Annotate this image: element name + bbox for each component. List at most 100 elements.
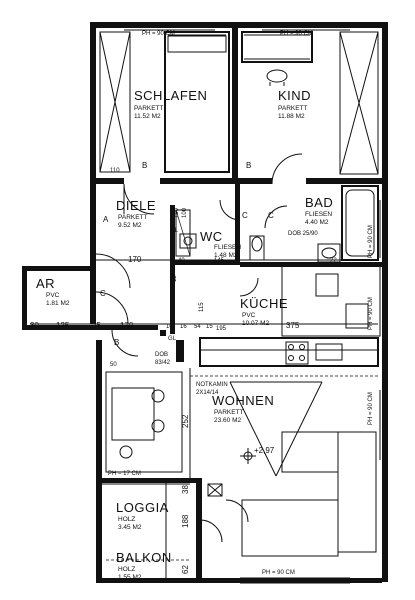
room-loggia-label: LOGGIA HOLZ 3.45 M2 (116, 500, 169, 531)
wardrobes (99, 31, 379, 175)
room-material-wohnen: PARKETT (214, 409, 244, 416)
dob-wohnen-size: 83/42 (155, 360, 171, 366)
door-markers: A B B C C C B (100, 161, 274, 347)
walls (22, 22, 388, 583)
dob-wohnen: DOB (155, 352, 168, 358)
ph-bad: PH = 90 CM (368, 225, 374, 258)
ph-schlafen: PH = 90 CM (142, 31, 175, 37)
room-ar-label: AR PVC 1.81 M2 (36, 276, 70, 307)
door-mark-a: A (103, 215, 109, 224)
room-material-kind: PARKETT (278, 105, 308, 112)
windows (124, 25, 387, 584)
room-name-balkon: BALKON (116, 550, 172, 565)
room-area-loggia: 3.45 M2 (118, 524, 142, 531)
room-name-wc: WC (200, 229, 223, 244)
door-mark-c-2: C (242, 211, 248, 220)
ph-kueche: PH = 90 CM (368, 297, 374, 330)
doors (95, 153, 303, 543)
dim-125: 125 (56, 321, 70, 330)
room-area-schlafen: 11.52 M2 (134, 113, 161, 120)
room-area-kind: 11.88 M2 (278, 113, 305, 120)
room-name-ar: AR (36, 276, 55, 291)
room-name-schlafen: SCHLAFEN (134, 88, 207, 103)
room-schlafen-label: SCHLAFEN PARKETT 11.52 M2 (134, 88, 207, 120)
room-balkon-label: BALKON HOLZ 1.55 M2 (116, 550, 172, 581)
annotations: PH = 90 CM PH = 90 CM PH = 90 CM PH = 90… (108, 31, 374, 576)
dim-195: 195 (216, 326, 227, 332)
room-diele-label: DIELE PARKETT 9.52 M2 (116, 198, 156, 229)
room-area-bad: 4.40 M2 (305, 219, 329, 226)
dim-252: 252 (181, 414, 190, 428)
room-area-wc: 1.48 M2 (214, 252, 238, 259)
notkamin: NOTKAMIN (196, 382, 228, 388)
room-area-ar: 1.81 M2 (46, 300, 70, 307)
ph-wohnen-right: PH = 90 CM (368, 392, 374, 425)
dim-110: 110 (110, 168, 120, 174)
room-material-bad: FLIESEN (305, 211, 332, 218)
dimensions: 110 170 170 125 30 25 375 100 100 195 11… (30, 168, 337, 574)
hallway-furniture (175, 209, 191, 257)
dim-50: 50 (110, 362, 117, 368)
door-mark-b-3: B (114, 338, 119, 347)
room-name-wohnen: WOHNEN (212, 393, 274, 408)
notkamin-size: 2X14/14 (196, 390, 219, 396)
dim-145: 145 (214, 258, 225, 264)
dim-30: 30 (30, 321, 39, 330)
gl-mark-1: GL (170, 228, 179, 234)
kind-furniture (266, 69, 288, 86)
room-name-bad: BAD (305, 195, 333, 210)
dim-375: 375 (286, 321, 300, 330)
dim-22: 22 (330, 258, 337, 264)
room-area-balkon: 1.55 M2 (118, 574, 142, 581)
room-kueche-label: KÜCHE PVC 10.07 M2 (240, 296, 288, 327)
room-material-diele: PARKETT (118, 214, 148, 221)
dim-16: 16 (180, 324, 187, 330)
living-furniture (105, 371, 377, 557)
dim-25: 25 (92, 321, 101, 330)
room-name-diele: DIELE (116, 198, 156, 213)
room-name-loggia: LOGGIA (116, 500, 169, 515)
gl-mark-2: GL (168, 336, 177, 342)
beds (164, 31, 313, 173)
room-kind-label: KIND PARKETT 11.88 M2 (278, 88, 311, 120)
room-material-wc: FLIESEN (214, 244, 241, 251)
room-area-kueche: 10.07 M2 (242, 320, 269, 327)
room-material-balkon: HOLZ (118, 566, 135, 573)
room-material-loggia: HOLZ (118, 516, 135, 523)
dim-62: 62 (181, 565, 190, 574)
room-name-kind: KIND (278, 88, 311, 103)
door-mark-c-1: C (100, 289, 106, 298)
dim-12: 12 (172, 275, 178, 282)
dim-170-lower: 170 (120, 321, 134, 330)
room-material-ar: PVC (46, 292, 60, 299)
dim-100-a: 100 (182, 207, 188, 218)
room-bad-label: BAD FLIESEN 4.40 M2 (305, 195, 333, 226)
room-name-kueche: KÜCHE (240, 296, 288, 311)
dim-115: 115 (199, 302, 205, 312)
room-area-diele: 9.52 M2 (118, 222, 142, 229)
ph-kind: PH = 90 CM (280, 31, 313, 37)
door-mark-b-1: B (142, 161, 147, 170)
dim-170-upper: 170 (128, 255, 142, 264)
room-wohnen-label: WOHNEN PARKETT 23.60 M2 (212, 393, 274, 424)
dim-15: 15 (206, 324, 213, 330)
dim-38: 38 (181, 485, 190, 494)
ph-wohnen-bottom: PH = 90 CM (262, 570, 295, 576)
dimension-lines (30, 259, 380, 580)
room-area-wohnen: 23.60 M2 (214, 417, 241, 424)
door-mark-c-3: C (268, 211, 274, 220)
level-mark: +2,97 (254, 446, 275, 455)
dim-100-b: 100 (174, 207, 180, 218)
dim-54: 54 (194, 324, 201, 330)
dim-40: 40 (178, 258, 185, 264)
door-mark-b-2: B (246, 161, 251, 170)
dob-bad: DOB 25/90 (288, 231, 318, 237)
dim-10: 10 (166, 324, 173, 330)
bathroom-fixtures (179, 185, 379, 263)
room-material-schlafen: PARKETT (134, 105, 164, 112)
kitchen-counters (199, 265, 381, 367)
room-material-kueche: PVC (242, 312, 256, 319)
ph-loggia: PH = 17 CM (108, 471, 141, 477)
room-wc-label: WC FLIESEN 1.48 M2 (200, 229, 241, 259)
